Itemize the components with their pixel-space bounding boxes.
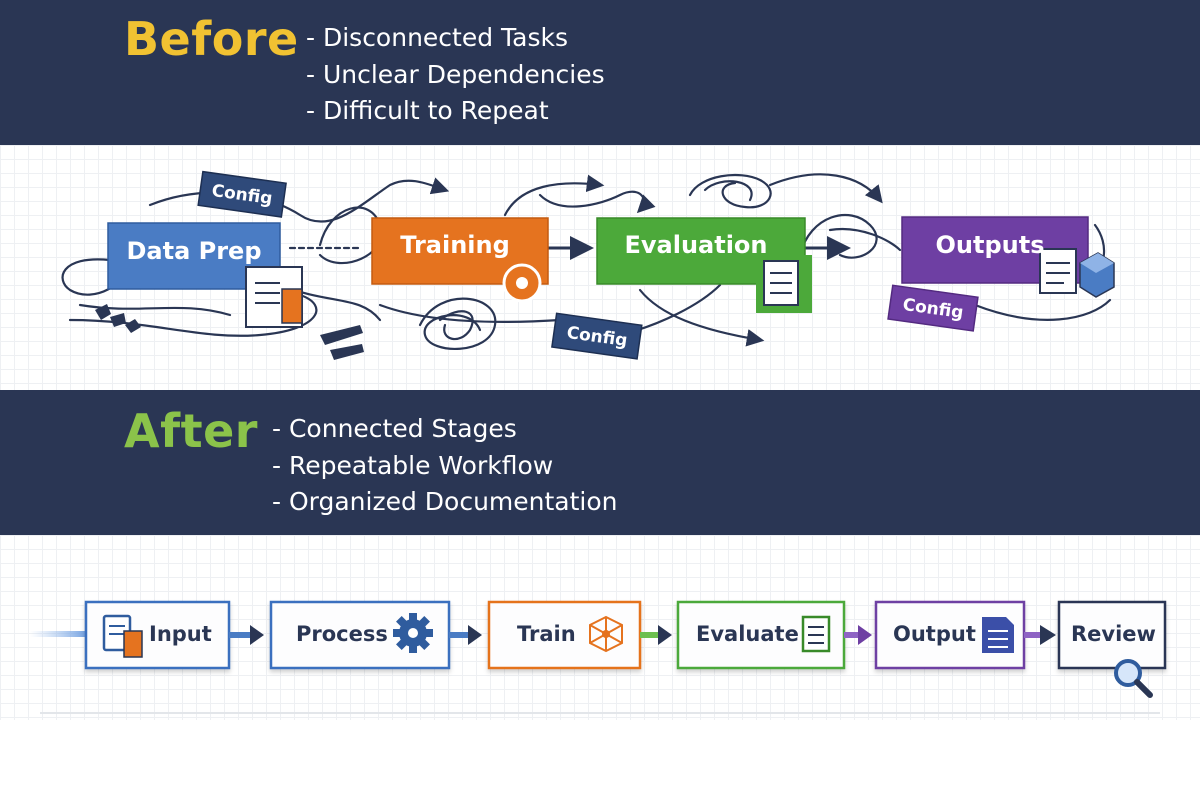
checklist-icon <box>801 615 831 653</box>
step-arrow <box>844 625 872 645</box>
tangle-line <box>378 303 562 323</box>
after-bullet: Connected Stages <box>272 411 618 448</box>
step-arrow <box>449 625 482 645</box>
before-title: Before <box>124 12 299 66</box>
tangle-arrow <box>638 288 765 347</box>
checklist-icon <box>756 255 812 313</box>
stage-label: Data Prep <box>126 237 262 265</box>
step-process <box>269 600 451 670</box>
tangle-line <box>78 303 232 317</box>
stage-training <box>371 217 549 303</box>
gear-icon <box>393 613 433 653</box>
step-evaluate <box>676 600 846 670</box>
step-label: Input <box>149 622 212 646</box>
gear-icon <box>502 263 542 303</box>
step-review <box>1057 600 1167 698</box>
stage-label: Outputs <box>935 231 1045 259</box>
tangle-arrow <box>148 177 450 223</box>
step-label: Evaluate <box>696 622 799 646</box>
scribble <box>703 180 753 202</box>
step-box <box>1057 600 1167 670</box>
step-label: Train <box>517 622 576 646</box>
step-label: Output <box>893 622 976 646</box>
step-input <box>84 600 231 670</box>
scribble <box>688 173 772 209</box>
after-bullet-list: Connected Stages Repeatable Workflow Org… <box>272 411 618 521</box>
document-icon <box>245 266 303 328</box>
document-icon <box>982 617 1014 653</box>
tangle-arrow <box>768 173 883 204</box>
stage-evaluation <box>596 217 812 313</box>
after-title: After <box>124 404 258 458</box>
before-bullet-list: Disconnected Tasks Unclear Dependencies … <box>306 20 605 130</box>
cube-icon <box>1079 252 1115 298</box>
step-label: Process <box>296 622 388 646</box>
after-bullet: Repeatable Workflow <box>272 448 618 485</box>
before-diagram: Data Prep Training Evaluation Outputs Co… <box>0 145 1200 390</box>
workflow-pipeline <box>30 600 1167 714</box>
step-arrow <box>229 625 264 645</box>
before-bullet: Disconnected Tasks <box>306 20 605 57</box>
config-tag <box>197 170 287 218</box>
step-arrow <box>640 625 672 645</box>
torn-fragment <box>95 304 141 333</box>
step-arrow <box>1024 625 1056 645</box>
before-bullet: Unclear Dependencies <box>306 57 605 94</box>
config-tag <box>551 312 643 360</box>
tangle-line <box>798 213 878 259</box>
torn-fragment <box>320 325 364 360</box>
step-label: Review <box>1071 622 1156 646</box>
document-icon <box>1039 248 1077 294</box>
config-tag <box>887 284 979 332</box>
after-bullet: Organized Documentation <box>272 484 618 521</box>
document-stack-icon <box>102 614 143 658</box>
tangle-line <box>828 227 902 252</box>
before-bullet: Difficult to Repeat <box>306 93 605 130</box>
tangle-line <box>973 298 1112 321</box>
stage-outputs <box>901 216 1115 298</box>
tangled-connections <box>61 170 1115 360</box>
network-icon <box>589 615 623 653</box>
tangle-arrow <box>538 190 656 214</box>
scribble <box>438 310 474 341</box>
scribble <box>418 297 497 351</box>
after-diagram: Input Process Train Evaluate Output Revi… <box>0 535 1200 720</box>
before-header-band: Before Disconnected Tasks Unclear Depend… <box>0 0 1200 145</box>
stage-data-prep <box>107 222 303 328</box>
tangle-arrow <box>503 174 605 217</box>
input-glow <box>30 631 88 637</box>
stage-label: Evaluation <box>624 231 768 259</box>
magnifier-icon <box>1114 659 1153 698</box>
stage-label: Training <box>400 231 510 259</box>
